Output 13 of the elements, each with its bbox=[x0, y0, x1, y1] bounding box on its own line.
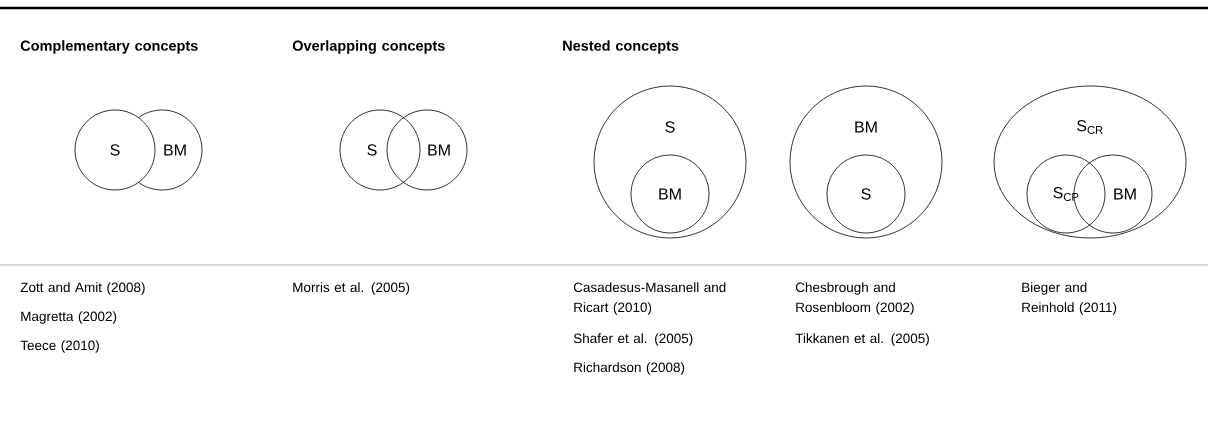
citation: Tikkanen et al. (2005) bbox=[795, 333, 929, 346]
column-heading: Overlapping concepts bbox=[292, 40, 445, 54]
citation: Teece (2010) bbox=[20, 340, 99, 353]
citation: Chesbrough and Rosenbloom (2002) bbox=[795, 282, 914, 315]
citation: Zott and Amit (2008) bbox=[20, 282, 145, 295]
citation: Shafer et al. (2005) bbox=[573, 333, 693, 346]
citation: Bieger and Reinhold (2011) bbox=[1022, 282, 1117, 315]
citation: Morris et al. (2005) bbox=[293, 282, 410, 295]
column-heading: Complementary concepts bbox=[20, 40, 198, 54]
citation: Richardson (2008) bbox=[574, 362, 685, 375]
citation: Casadesus-Masanell and Ricart (2010) bbox=[573, 282, 726, 315]
citation: Magretta (2002) bbox=[21, 311, 117, 324]
column-heading: Nested concepts bbox=[563, 40, 679, 54]
